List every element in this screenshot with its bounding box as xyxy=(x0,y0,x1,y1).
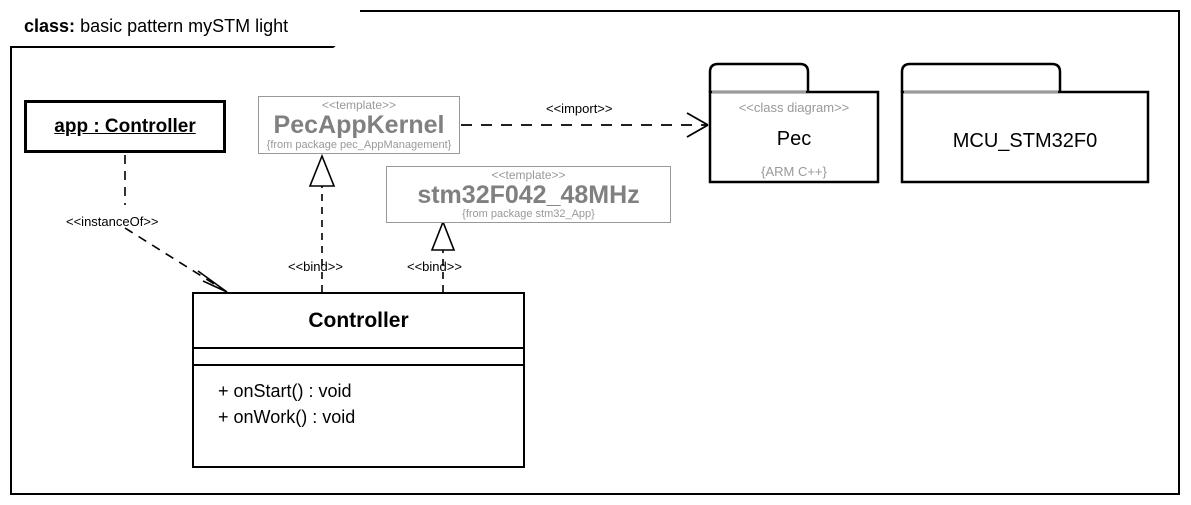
template-stm32f042-package-note: {from package stm32_App} xyxy=(462,208,595,221)
package-pec-name: Pec xyxy=(776,128,812,150)
edge-label-import: <<import>> xyxy=(546,101,613,116)
class-operation: + onStart() : void xyxy=(218,381,352,401)
package-mcu-name: MCU_STM32F0 xyxy=(952,130,1098,152)
frame-header-label: class: basic pattern mySTM light xyxy=(24,16,288,37)
edge-label-bind-stm32: <<bind>> xyxy=(407,259,462,274)
package-pec-note: {ARM C++} xyxy=(761,164,827,179)
object-instance-label: app : Controller xyxy=(54,115,196,137)
class-controller-name: Controller xyxy=(194,294,523,349)
class-operation: + onWork() : void xyxy=(218,407,356,427)
package-mcu-stm32f0[interactable]: MCU_STM32F0 xyxy=(900,62,1150,184)
template-stm32f042-name: stm32F042_48MHz xyxy=(417,180,640,209)
frame-keyword: class: xyxy=(24,16,76,36)
frame-title: basic pattern mySTM light xyxy=(80,16,289,36)
frame-header: class: basic pattern mySTM light xyxy=(10,10,360,46)
diagram-frame xyxy=(10,10,1180,495)
template-pecappkernel-package-note: {from package pec_AppManagement} xyxy=(266,138,452,151)
template-pecappkernel[interactable]: <<template>> PecAppKernel {from package … xyxy=(258,96,460,154)
template-pecappkernel-name: PecAppKernel xyxy=(273,111,445,140)
template-stm32f042-stereotype: <<template>> xyxy=(491,167,566,182)
package-pec-stereotype: <<class diagram>> xyxy=(738,100,850,115)
class-controller-operations-compartment: + onStart() : void + onWork() : void xyxy=(194,366,523,430)
edge-label-bind-kernel: <<bind>> xyxy=(288,259,343,274)
class-controller-attributes-compartment xyxy=(194,349,523,366)
template-pecappkernel-stereotype: <<template>> xyxy=(321,98,397,113)
edge-label-instanceof: <<instanceOf>> xyxy=(66,214,159,229)
package-pec[interactable]: <<class diagram>> Pec {ARM C++} xyxy=(708,62,880,184)
template-stm32f042-48mhz[interactable]: <<template>> stm32F042_48MHz {from packa… xyxy=(386,166,671,223)
class-controller[interactable]: Controller + onStart() : void + onWork()… xyxy=(192,292,525,468)
object-instance-app-controller[interactable]: app : Controller xyxy=(24,100,226,153)
